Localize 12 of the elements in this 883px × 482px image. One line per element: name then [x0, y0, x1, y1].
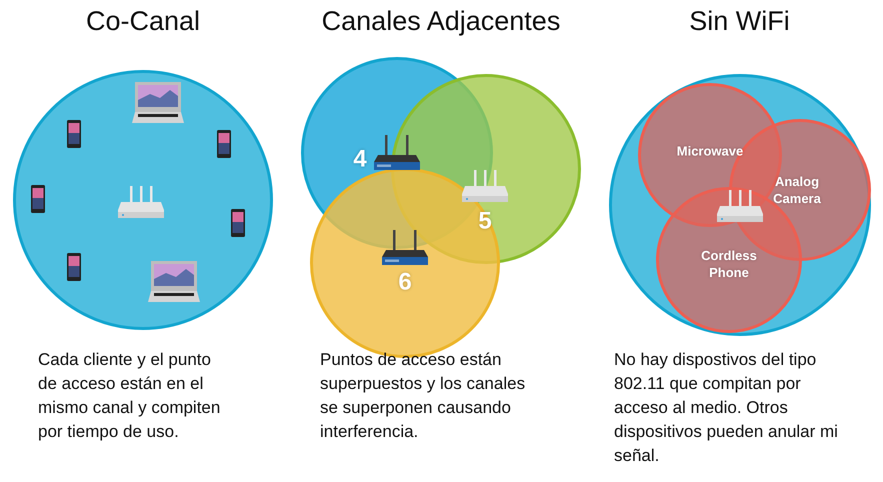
description-text: No hay dispostivos del tipo 802.11 que compitan por acceso al medio. Otros dispositivos pueden anular mi señal. [614, 349, 839, 467]
channel-number: 5 [477, 206, 493, 236]
description-text: Cada cliente y el punto de acceso están en el mismo canal y compiten por tiempo de uso. [38, 349, 222, 443]
section-title: Canales Adjacentes [320, 6, 562, 37]
channel-number: 6 [397, 267, 413, 298]
channel-number: 4 [352, 144, 368, 174]
description-text: Puntos de acceso están superpuestos y los canales se superponen causando interferencia. [320, 349, 526, 443]
interference-label: Microwave [676, 144, 744, 160]
section-title: Co-Canal [84, 6, 202, 37]
interference-label: Cordless Phone [700, 248, 758, 282]
section-title: Sin WiFi [688, 6, 791, 37]
interference-label: Analog Camera [772, 174, 822, 208]
